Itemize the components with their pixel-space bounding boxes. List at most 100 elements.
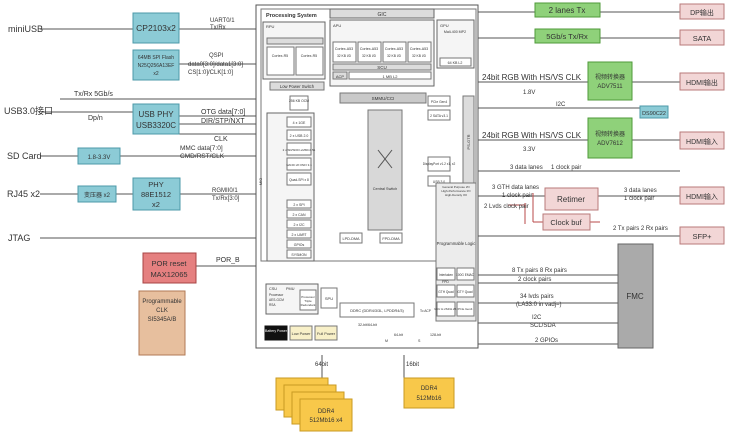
- v33-label: 3.3V: [523, 147, 535, 153]
- cache-3: 32 KB I/D: [387, 54, 402, 58]
- usbphy-line-1: USB PHY: [138, 110, 174, 119]
- usb-txrx-label: Tx/Rx 5Gb/s: [74, 91, 113, 98]
- cortex-a53-1: Cortex-A53: [335, 47, 353, 51]
- por-b-label: POR_B: [216, 257, 240, 264]
- clock1b-label: 1 clock pair: [502, 193, 532, 199]
- rpu-r5-a: Cortex-R5: [272, 54, 288, 58]
- ps-periph-11: SYSMON: [291, 253, 307, 257]
- clock1c-label: 1 clock pair: [624, 196, 654, 202]
- clk-label: CLK: [214, 136, 228, 143]
- tx2rx2-label: 2 Tx pairs 2 Rx pairs: [613, 226, 668, 232]
- ps-periph-2: 2 x USB 2.0: [290, 134, 309, 138]
- interlaken-label: Interlaken: [439, 273, 453, 277]
- phy-line-3: x2: [152, 200, 160, 209]
- i2c2-label: I2C: [532, 315, 542, 321]
- port-miniusb: miniUSB: [8, 24, 43, 34]
- cache-2: 32 KB I/D: [362, 54, 377, 58]
- v18-label: 1.8V: [523, 90, 535, 96]
- dpdn-label: Dp/n: [88, 115, 103, 122]
- port-fmc: FMC: [626, 292, 644, 301]
- csu-sub-2: AES-GCM: [269, 298, 284, 302]
- clk-line-3: SI5345A/B: [148, 317, 177, 323]
- por-line-2: MAX12065: [150, 270, 187, 279]
- clock-buf-label: Clock buf: [550, 218, 582, 227]
- fmc-lvds-line-2: (LA33:0 in vadj=): [516, 302, 562, 308]
- fmc-lvds-line-1: 34 lvds pairs: [520, 294, 554, 300]
- pmu-label: PMU: [286, 287, 295, 291]
- ddr-pl-line-1: DDR4: [421, 386, 438, 392]
- gbe-label: 100G EMAC: [456, 273, 475, 277]
- mio-label: MIO: [259, 178, 263, 185]
- port-sata: SATA: [693, 34, 711, 43]
- cortex-a53-4: Cortex-A53: [410, 47, 428, 51]
- right-top-blocks: 2 lanes Tx 5Gb/s Tx/Rx 24bit RGB With HS…: [482, 2, 669, 159]
- rgmii-line-2: Tx/Rx[3:0]: [212, 196, 240, 202]
- ddr-ps-line-1: DDR4: [318, 409, 335, 415]
- chip-cp2103: CP2103x2: [132, 12, 180, 44]
- ps-periph-8: 2 x I2C: [293, 223, 305, 227]
- bus-128-label: 128-bit: [430, 333, 441, 337]
- processing-system-label: Processing System: [266, 13, 317, 19]
- qspi-line-3: CS[1:0]/CLK[1:0]: [188, 70, 233, 76]
- bus-32-label: 32-bit/64-bit: [358, 323, 377, 327]
- cache-4: 32 KB I/D: [412, 54, 427, 58]
- spi-flash-line-2: N25Q256A13EF: [138, 63, 175, 69]
- dir-label: DIR/STP/NXT: [201, 118, 245, 125]
- chip-spi-flash: 64MB SPI Flash N25Q256A13EF x2: [132, 49, 180, 81]
- cortex-a53-2: Cortex-A53: [360, 47, 378, 51]
- port-sfp: SFP+: [693, 232, 713, 241]
- chip-level-shifter: 1.8-3.3V: [77, 147, 121, 165]
- clock-lines: [508, 193, 600, 224]
- rgb2-label: 24bit RGB With HS/VS CLK: [482, 131, 582, 140]
- scl-sda-label: SCL/SDA: [530, 323, 556, 329]
- fmc-clk2-label: 2 clock pairs: [518, 277, 551, 283]
- pl-header-2: High-Performance I/O: [441, 189, 471, 193]
- mmc-line-2: CMD/RST/CLK: [180, 153, 225, 160]
- gic-label: GIC: [378, 12, 387, 18]
- qspi-line-1: QSPI: [209, 53, 224, 59]
- phy-line-2: 88E1512: [141, 190, 171, 199]
- pl-header-3: High-Density I/O: [445, 193, 468, 197]
- ps-gtr-label: PS-GTR: [466, 134, 471, 149]
- data3b-label: 3 data lanes: [624, 188, 657, 194]
- port-hdmi-out: HDMI输出: [686, 78, 718, 87]
- por-line-1: POR reset: [151, 259, 187, 268]
- usbphy-line-2: USB3320C: [136, 121, 176, 130]
- chip-programmable-clk: Programmable CLK SI5345A/B: [138, 290, 186, 356]
- vcu-label: VCU H.264/H.265: [434, 307, 458, 311]
- bus-s-label: S: [418, 339, 421, 343]
- lanes2clk-label: 2 Lvds clock pair: [484, 204, 529, 210]
- rpu-label: RPU: [266, 24, 275, 29]
- chip-phy: PHY 88E1512 x2: [132, 177, 181, 211]
- ps-periph-1: 4 x 1GE: [293, 121, 306, 125]
- pmu-sub-2: Triple: [304, 299, 312, 303]
- clock1-label: 1 clock pair: [551, 165, 581, 171]
- retimer-label: Retimer: [557, 195, 585, 204]
- cortex-a53-3: Cortex-A53: [385, 47, 403, 51]
- chip-transformer: 变压器 x2: [77, 185, 117, 203]
- fpd-dma-label: FPD-DMA: [382, 237, 400, 241]
- ps-periph-10: GPIOs: [294, 243, 305, 247]
- right-signal-labels: 3 data lanes 1 clock pair 3 GTH data lan…: [484, 165, 668, 344]
- chip-usb-phy: USB PHY USB3320C: [132, 103, 180, 135]
- adv7511-line-1: 视频转换器: [595, 73, 625, 81]
- spi-flash-line-1: 64MB SPI Flash: [138, 55, 174, 61]
- programmable-logic-label: Programmable Logic: [437, 241, 476, 246]
- ps-periph-6: 2 x SPI: [293, 203, 304, 207]
- zynq-soc: Processing System GIC RPU Cortex-R5 Cort…: [255, 4, 479, 349]
- left-port-labels: miniUSB USB3.0接口 SD Card RJ45 x2 JTAG: [4, 24, 53, 243]
- clk-line-1: Programmable: [142, 299, 182, 305]
- gpu-l2-label: 64 KB L2: [448, 61, 463, 65]
- retimer-and-clockbuf: Retimer Clock buf: [542, 187, 599, 231]
- level-shift-label: 1.8-3.3V: [88, 155, 111, 161]
- rpu-r5-b: Cortex-R5: [301, 54, 317, 58]
- fpd-label: FPD: [442, 280, 449, 284]
- ddrc-label: DDRC (DDR4/3/3L, LPDDR4/3): [350, 309, 404, 313]
- spu-label: SPU: [325, 296, 333, 301]
- battery-power-label: Battery Power: [265, 329, 288, 333]
- spi-flash-line-3: x2: [153, 71, 159, 77]
- port-rj45: RJ45 x2: [7, 189, 40, 199]
- smmu-label: SMMU/CCI: [372, 96, 395, 101]
